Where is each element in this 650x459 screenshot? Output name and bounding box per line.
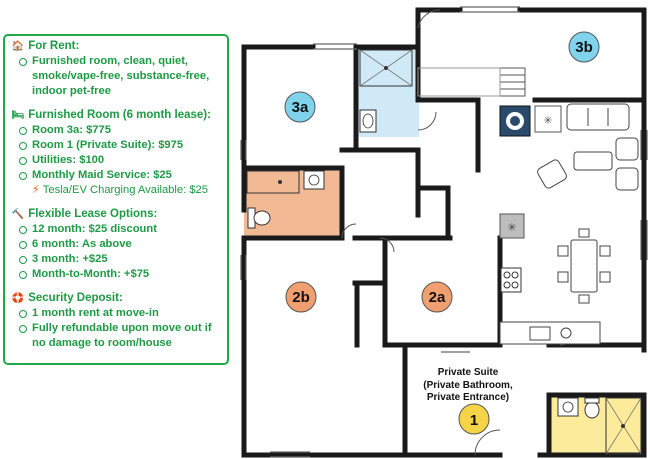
room-3b-circle [568,31,600,63]
lease-option-item: 12 month: $25 discount [19,222,223,237]
kitchen-counter-icon [499,321,601,345]
sofa-icon [566,103,630,131]
bed-icon: 🛏 [11,110,25,121]
lease-option-item: 3 month: +$25 [19,252,223,267]
armchair-icon [537,137,639,191]
furnished-room-title: 🛏 Furnished Room (6 month lease): [11,109,211,121]
for-rent-title: 🏠 For Rent: [11,40,80,52]
price-item: Room 3a: $775 [19,123,223,138]
suite-note-line3: Private Entrance) [427,392,509,403]
room-2b-circle [285,281,317,313]
security-deposit-title: 🛟 Security Deposit: [11,292,123,304]
svg-text:✳: ✳ [507,222,516,234]
room-2b-label: 2b [292,289,310,306]
deposit-item: Fully refundable upon move out if no dam… [19,321,223,351]
furnished-room-section: 🛏 Furnished Room (6 month lease): Room 3… [11,108,223,198]
shower-shared-icon [246,170,300,194]
deposit-item: 1 month rent at move-in [19,306,223,321]
room-3b-marker: 3b [568,31,600,63]
sink-3a-icon [359,109,377,133]
room-3a-marker: 3a [284,91,316,123]
room-2b-marker: 2b [285,281,317,313]
lease-option-item: 6 month: As above [19,237,223,252]
suite-note-line1: Private Suite [438,367,499,378]
security-deposit-section: 🛟 Security Deposit: 1 month rent at move… [11,291,223,351]
shower-3a-icon [359,49,413,87]
hammer-icon: 🔨 [11,209,25,220]
room-2a-circle [421,281,453,313]
lease-option-item: Month-to-Month: +$75 [19,267,223,282]
for-rent-section: 🏠 For Rent: Furnished room, clean, quiet… [11,39,223,99]
shower-suite-icon [605,397,642,455]
room-2a-label: 2a [429,289,446,306]
ev-charging-item: ⚡ Tesla/EV Charging Available: $25 [32,184,208,196]
price-item: Monthly Maid Service: $25 [19,168,223,183]
price-item: Utilities: $100 [19,153,223,168]
rental-info-panel: 🏠 For Rent: Furnished room, clean, quiet… [3,34,229,365]
toilet-suite-icon [584,397,600,419]
lease-options-title: 🔨 Flexible Lease Options: [11,208,158,220]
room-2a-marker: 2a [421,281,453,313]
sink-suite-icon [557,397,579,417]
coffee-table-icon [573,151,613,171]
fridge-icon: ✳ [499,213,525,239]
lifebuoy-icon: 🛟 [11,293,25,304]
appliance-icon: ✳ [534,105,562,133]
bathroom-shared [244,168,342,238]
toilet-shared-icon [247,207,271,229]
lease-options-section: 🔨 Flexible Lease Options: 12 month: $25 … [11,207,223,282]
lightning-icon: ⚡ [32,184,40,196]
dining-table-icon [557,228,611,304]
room-1-label: 1 [470,412,478,429]
room-1-circle [458,403,490,435]
room-1-marker: 1 [458,403,490,435]
room-3b-label: 3b [575,39,593,56]
stove-icon [500,267,522,293]
sink-shared-icon [303,170,325,190]
for-rent-item: Furnished room, clean, quiet, smoke/vape… [19,54,223,99]
washer-icon [499,105,531,137]
svg-text:✳: ✳ [543,115,552,127]
house-icon: 🏠 [11,41,25,52]
room-3a-circle [284,91,316,123]
suite-note-line2: (Private Bathroom, [423,380,513,391]
room-3a-label: 3a [292,99,309,116]
price-item: Room 1 (Private Suite): $975 [19,138,223,153]
